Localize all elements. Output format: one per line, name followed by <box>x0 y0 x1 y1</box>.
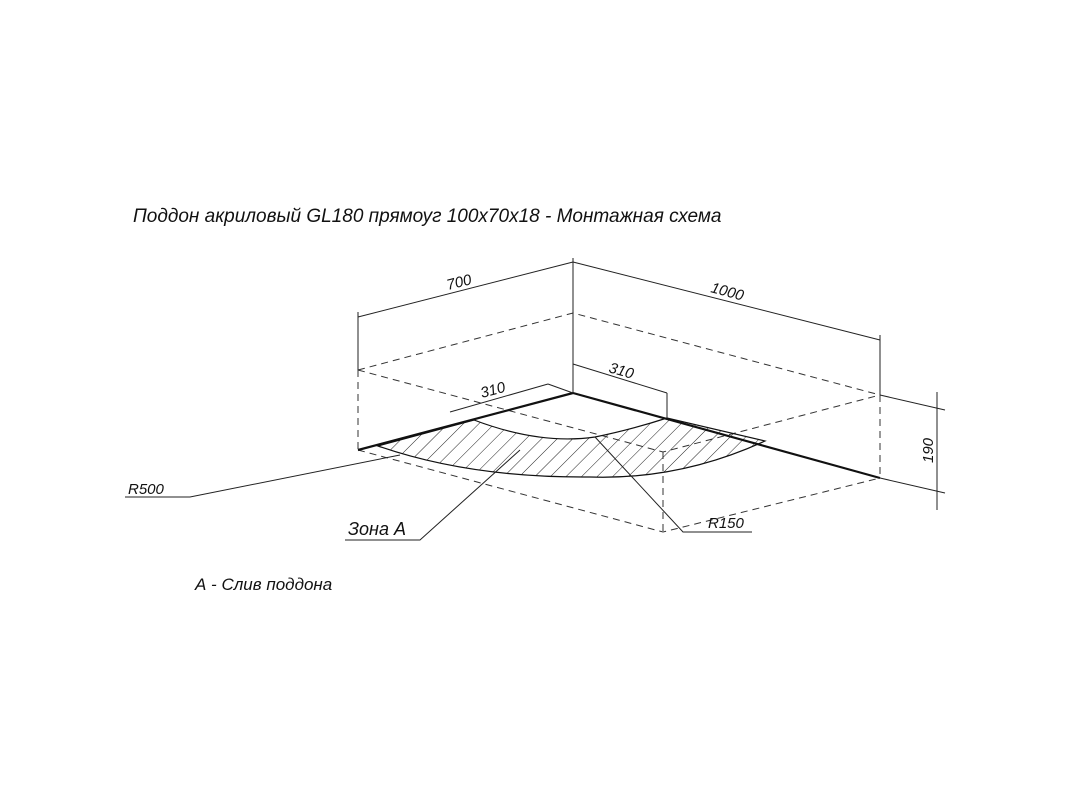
svg-text:Зона А: Зона А <box>348 519 406 539</box>
radius-r150-callout: R150 <box>594 436 752 533</box>
dimension-190: 190 <box>879 392 946 510</box>
dimension-310-left: 310 <box>449 379 574 413</box>
drain-zone-hatch <box>375 417 767 478</box>
dimension-700: 700 <box>357 261 574 370</box>
tray-outline-dashed <box>357 312 881 533</box>
zone-a-callout: Зона А <box>345 449 521 541</box>
radius-r500-callout: R500 <box>125 454 401 498</box>
svg-text:R500: R500 <box>128 481 165 498</box>
svg-text:310: 310 <box>479 379 508 402</box>
wall-edges <box>357 258 881 480</box>
svg-text:R150: R150 <box>708 515 745 532</box>
dimension-310-right: 310 <box>572 360 668 418</box>
svg-text:700: 700 <box>445 271 474 294</box>
drain-legend: А - Слив поддона <box>194 575 332 594</box>
svg-text:310: 310 <box>607 360 636 383</box>
drawing-title: Поддон акриловый GL180 прямоуг 100х70х18… <box>133 206 721 227</box>
svg-text:190: 190 <box>920 437 937 463</box>
